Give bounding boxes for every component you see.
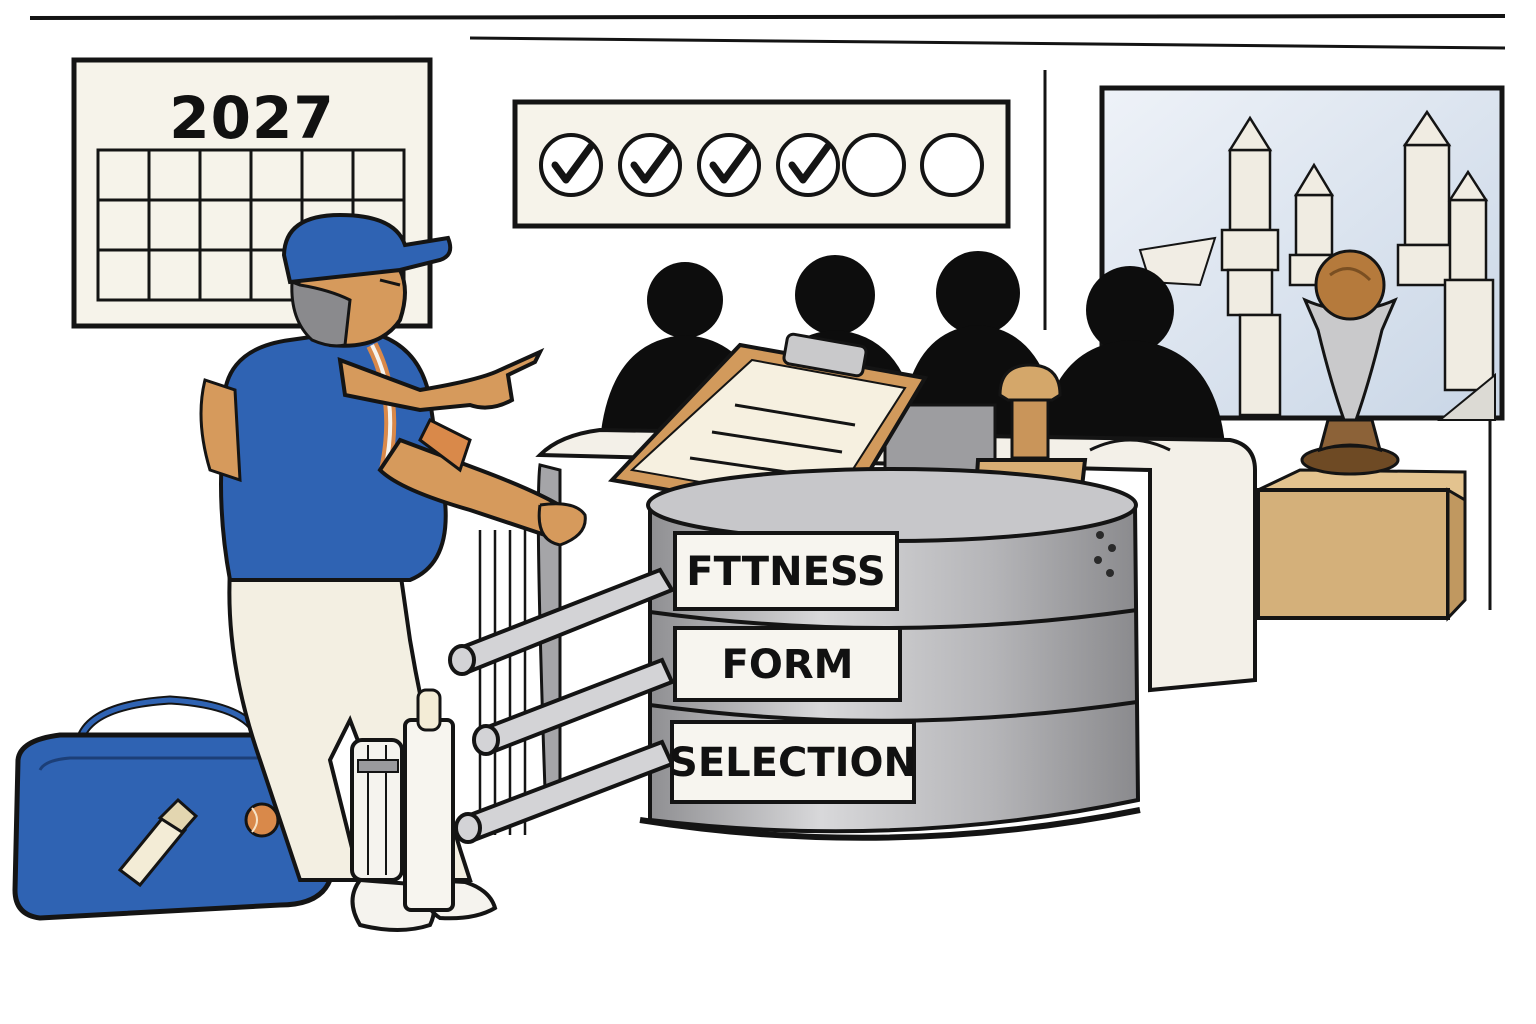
calendar-icon: 2027 — [71, 57, 433, 329]
cricket-bat-icon — [117, 797, 199, 888]
label-plate-fttness: FTTNESS — [673, 531, 899, 611]
cricketer — [199, 212, 587, 932]
calendar-year: 2027 — [169, 84, 334, 152]
label-text: FTTNESS — [686, 549, 885, 595]
trophy-table — [1256, 468, 1467, 622]
empty-check-circle — [920, 133, 984, 197]
checkmark-icon — [776, 133, 840, 197]
cricket-pad — [350, 738, 404, 882]
cricket-bat-held — [403, 688, 455, 912]
checklist-board — [512, 99, 1011, 229]
drum-rivets — [1094, 531, 1116, 577]
railing-bars — [478, 530, 527, 835]
checkmark-icon — [539, 133, 603, 197]
checkmark-icon — [618, 133, 682, 197]
checklist-items — [539, 133, 984, 197]
checkmark-icon — [697, 133, 761, 197]
tower-left — [1220, 115, 1282, 417]
trophy-icon — [1300, 249, 1400, 476]
window — [1099, 85, 1505, 421]
label-plate-selection: SELECTION — [669, 720, 917, 804]
turnstile-drum: FTTNESS FORM SELECTION — [448, 463, 1141, 844]
empty-check-circle — [842, 133, 906, 197]
turnstile-labels: FTTNESS FORM SELECTION — [669, 531, 917, 804]
label-plate-form: FORM — [673, 626, 902, 702]
label-text: FORM — [722, 642, 854, 688]
label-text: SELECTION — [669, 740, 917, 786]
cricket-ball-icon — [244, 802, 280, 838]
tower-right — [1396, 109, 1495, 392]
turnstile-arms — [448, 567, 675, 844]
